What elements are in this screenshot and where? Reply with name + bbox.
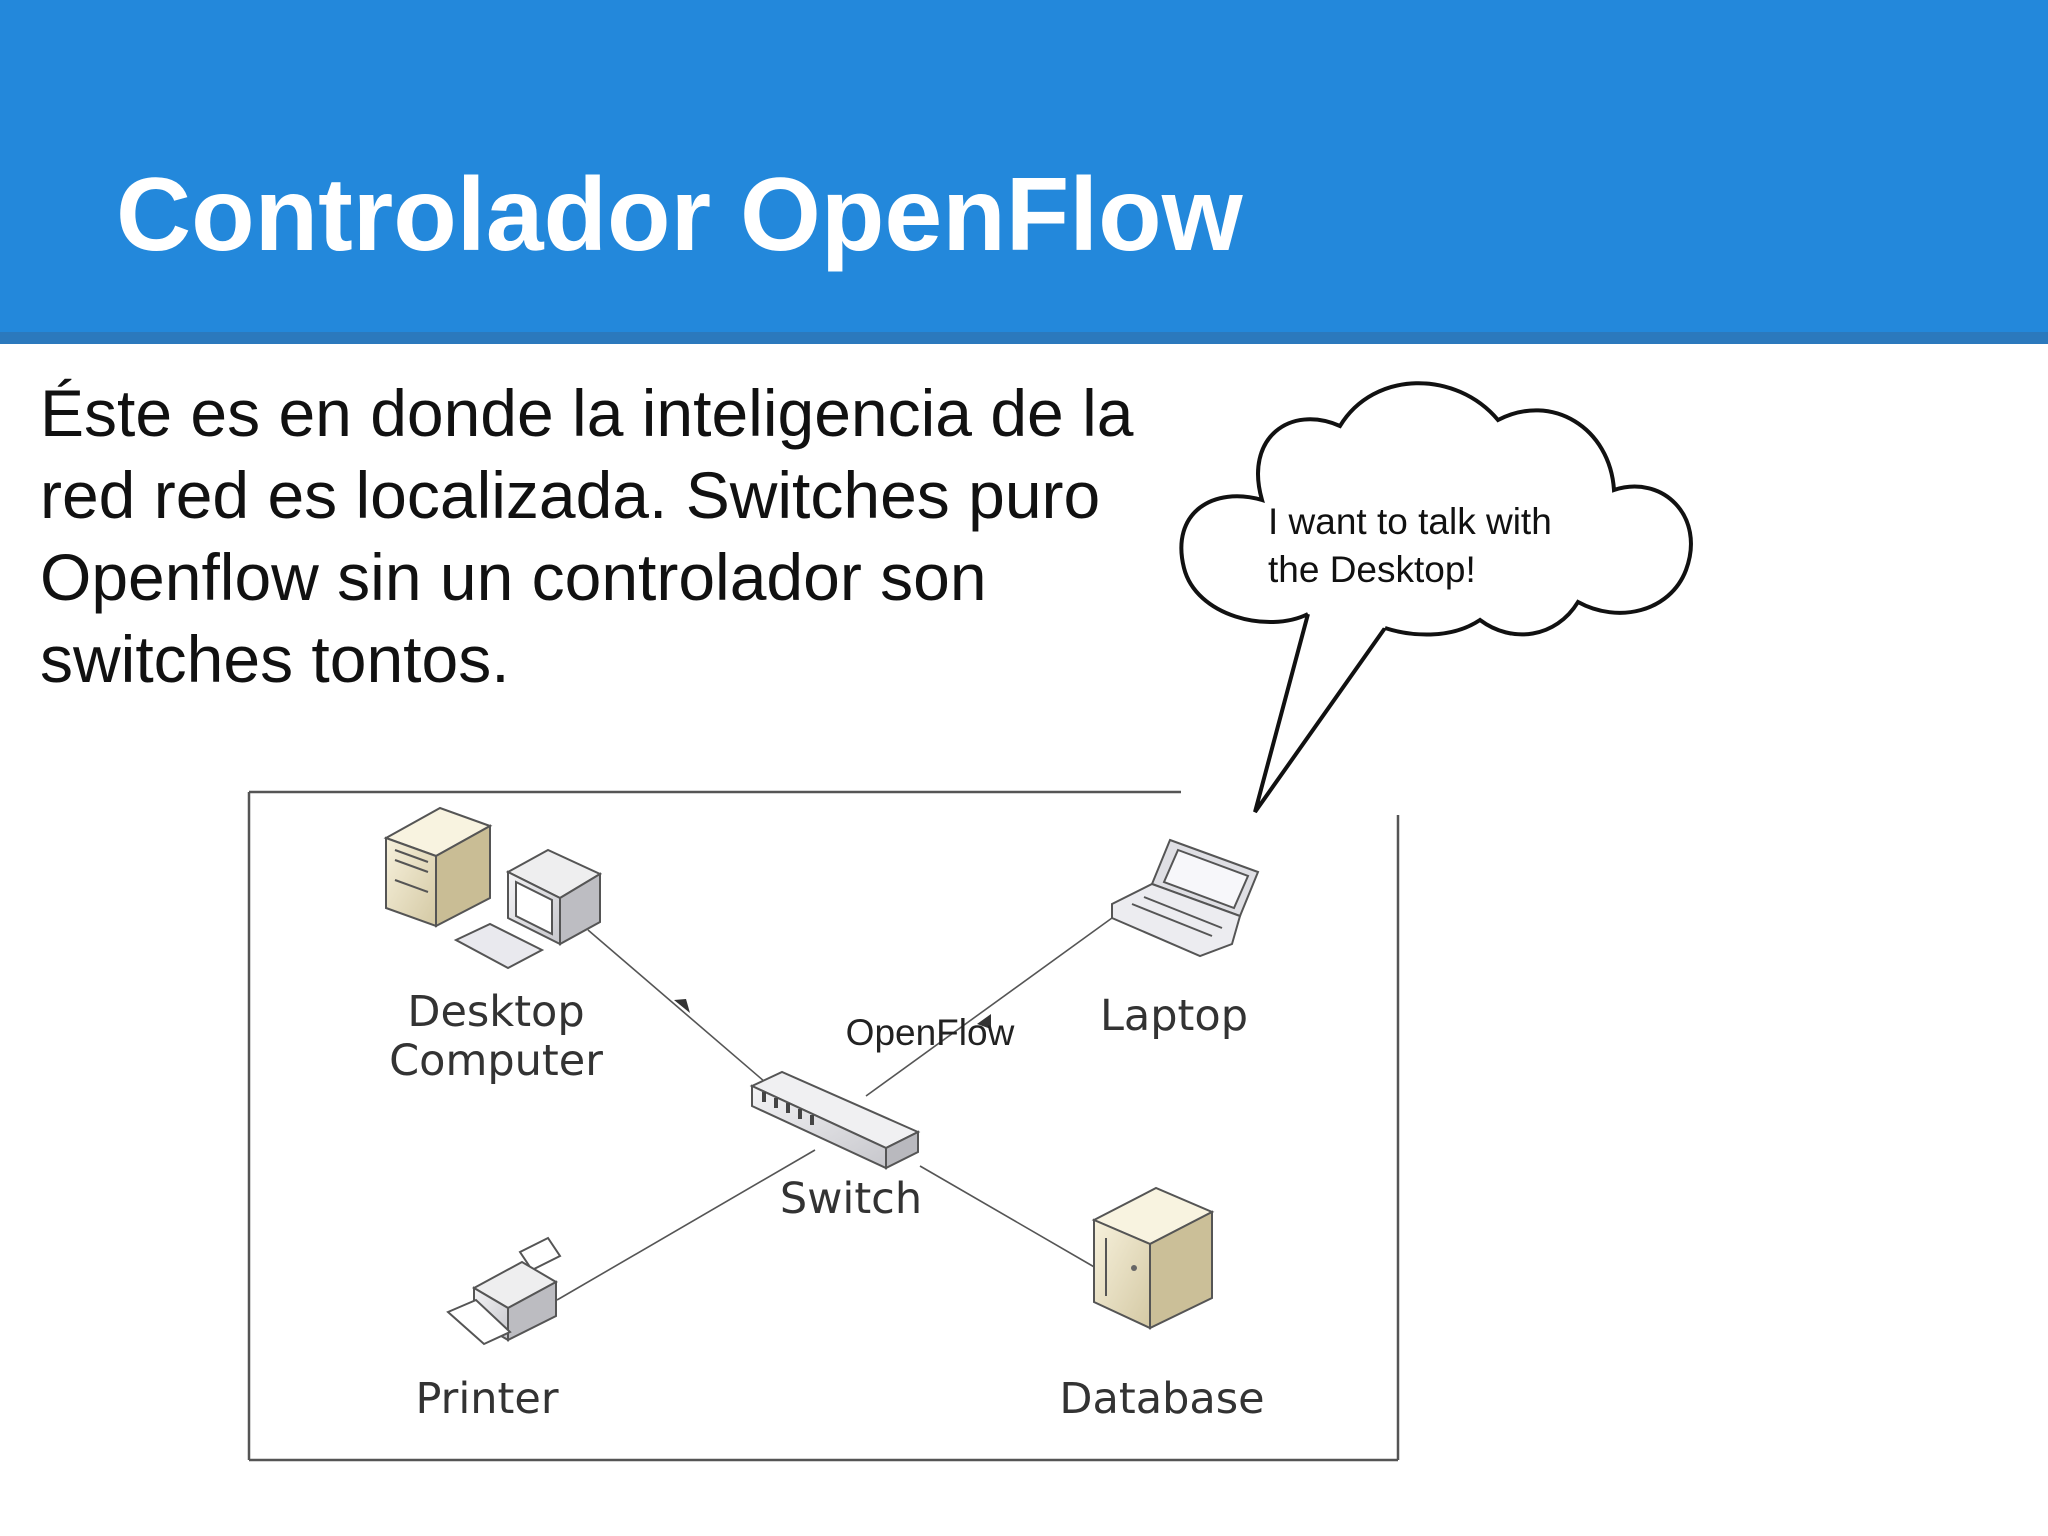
- laptop-icon: [1111, 838, 1260, 958]
- desktop-computer-icon: [383, 806, 603, 970]
- arrow-marker: [977, 1014, 991, 1029]
- slide-title: Controlador OpenFlow: [116, 157, 1243, 273]
- openflow-label: OpenFlow: [846, 1012, 1015, 1053]
- database-label: Database: [1059, 1374, 1264, 1424]
- desktop-label-line2: Computer: [389, 1036, 603, 1086]
- desktop-label-line1: Desktop: [407, 987, 584, 1037]
- database-server-icon: [1091, 1186, 1215, 1330]
- cloud-speech-bubble: [1179, 381, 1693, 814]
- speech-bubble-text: I want to talk with the Desktop!: [1268, 498, 1552, 594]
- speech-bubble-line2: the Desktop!: [1268, 549, 1476, 590]
- network-switch-icon: [749, 1070, 921, 1170]
- connection-lines: [556, 917, 1113, 1301]
- diagram-frame: [247, 790, 1400, 1462]
- arrow-marker: [674, 999, 690, 1013]
- slide-body-text: Éste es en donde la inteligencia de la r…: [40, 376, 1134, 696]
- header-divider: [0, 332, 2048, 344]
- speech-bubble-line1: I want to talk with: [1268, 501, 1552, 542]
- laptop-label: Laptop: [1100, 991, 1248, 1041]
- printer-icon: [446, 1236, 562, 1346]
- printer-label: Printer: [415, 1374, 558, 1424]
- slide-header: [0, 0, 2048, 332]
- switch-label: Switch: [780, 1174, 922, 1224]
